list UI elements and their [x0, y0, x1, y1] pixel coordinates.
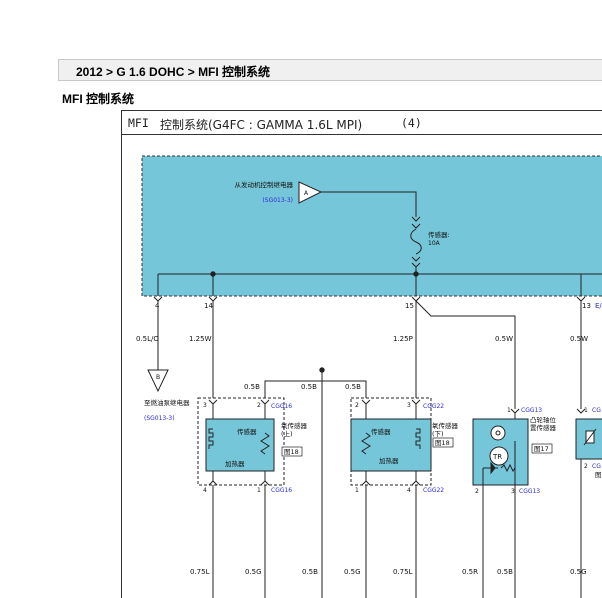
right-connector: CG — [592, 407, 601, 414]
pin-label: 14 — [204, 302, 213, 310]
breadcrumb-bar: 2012 > G 1.6 DOHC > MFI 控制系统 — [58, 59, 602, 81]
wire-label: 0.5B — [345, 383, 361, 391]
o2-ref: 图18 — [284, 448, 299, 456]
o2-pin: 2 — [257, 402, 261, 409]
relay-label: 从发动机控制继电器 — [235, 180, 294, 189]
wire-label: 0.75L — [393, 568, 413, 576]
ground-bus — [264, 367, 367, 598]
wire-label: 0.5R — [462, 568, 478, 576]
main-wires — [157, 300, 582, 409]
o2-connector: CGG22 — [423, 487, 444, 494]
fuse-rating: 10A — [428, 240, 441, 247]
o2-position: (下) — [432, 430, 444, 438]
fuse: 传感器: 10A — [410, 216, 450, 268]
right-connector: CG — [592, 463, 601, 470]
diagram-header: MFI 控制系统(G4FC : GAMMA 1.6L MPI) (4) — [122, 111, 602, 135]
right-component: 1 CG 2 CG 图 — [575, 407, 602, 598]
wire-label: 0.75L — [190, 568, 210, 576]
breadcrumb[interactable]: 2012 > G 1.6 DOHC > MFI 控制系统 — [76, 65, 271, 79]
control-area — [141, 155, 602, 297]
fuel-pump-label: 至燃油泵继电器 — [144, 398, 190, 407]
wire-label: 1.25P — [393, 335, 413, 343]
wire-label: 1.25W — [189, 335, 212, 343]
bus — [157, 267, 602, 296]
fuse-label: 传感器: — [428, 230, 450, 239]
wire-label: 0.5B — [244, 383, 260, 391]
cam-pin: 3 — [511, 488, 515, 495]
fuel-pump-connector: (SG013-3) — [144, 415, 175, 422]
o2-sensor-upstream: 3 2 4 1 CGG16 CGG16 传感器 加热器 氧传感器 (上) 图18 — [197, 397, 308, 494]
o2-pin: 2 — [355, 402, 359, 409]
o2-sensor-part: 传感器 — [371, 427, 391, 436]
diagram-page-number: (4) — [401, 116, 422, 130]
lower-wires — [212, 485, 516, 598]
o2-pin: 4 — [203, 487, 207, 494]
cam-ref: 图17 — [534, 445, 549, 453]
top-pins: 4 14 15 13 E/ — [155, 302, 602, 310]
wire-label: 0.5B — [497, 568, 513, 576]
o2-pin: 4 — [407, 487, 411, 494]
o2-name: 氧传感器 — [281, 421, 308, 430]
wire-label: 0.5B — [302, 568, 318, 576]
wire-label: 0.5W — [570, 335, 588, 343]
schematic: 从发动机控制继电器 (SG013-3) A 传感器: 10A 4 — [136, 155, 602, 598]
relay-arrow — [298, 181, 323, 204]
o2-pin: 3 — [407, 402, 411, 409]
o2-pin: 3 — [203, 402, 207, 409]
cam-pin: 1 — [507, 407, 511, 414]
wire-label: 0.5L/O — [136, 335, 159, 343]
cam-name: 凸轮轴位置传感器 — [530, 417, 556, 432]
o2-connector: CGG16 — [271, 487, 292, 494]
o2-pin: 1 — [257, 487, 261, 494]
wire-label: 0.5B — [301, 383, 317, 391]
o2-ref: 图18 — [435, 439, 450, 447]
pin-label: 15 — [405, 302, 414, 310]
right-pin: 1 — [584, 407, 588, 414]
pin-label: 13 — [582, 302, 591, 310]
right-ref: 图 — [595, 471, 602, 479]
relay-feed: 从发动机控制继电器 (SG013-3) A — [235, 180, 417, 217]
wire-label: 0.5G — [245, 568, 262, 576]
cam-connector: CGG13 — [521, 407, 542, 414]
o2-position: (上) — [281, 429, 293, 438]
o2-name: 氧传感器 — [432, 421, 459, 430]
o2-heater-part: 加热器 — [379, 456, 399, 465]
o2-heater-part: 加热器 — [225, 459, 245, 468]
cam-sensor: TR 1 CGG13 2 3 CGG13 凸轮轴位置传感器 图17 — [472, 407, 556, 495]
page-title: MFI 控制系统 — [62, 92, 134, 106]
pin-label: E/ — [595, 302, 602, 310]
relay-pin: A — [304, 190, 309, 197]
wire-label: 0.5G — [570, 568, 587, 576]
main-wire-labels: 0.5L/O 1.25W 1.25P 0.5W 0.5W — [136, 335, 588, 343]
o2-connector: CGG16 — [271, 403, 292, 410]
top-chevrons — [153, 296, 586, 302]
wiring-diagram: MFI 控制系统(G4FC : GAMMA 1.6L MPI) (4) 从发动机… — [121, 110, 602, 598]
wire-label: 0.5W — [495, 335, 513, 343]
wire-label: 0.5G — [344, 568, 361, 576]
diagram-title-prefix: MFI — [128, 116, 149, 130]
fuel-pump-relay: B 至燃油泵继电器 (SG013-3) — [144, 369, 190, 422]
right-pin: 2 — [584, 463, 588, 470]
o2-sensor-downstream: 2 3 1 4 CGG22 CGG22 传感器 加热器 氧传感器 (下) 图18 — [350, 397, 459, 494]
o2-pin: 1 — [355, 487, 359, 494]
cam-tr: TR — [492, 453, 502, 461]
o2-connector: CGG22 — [423, 403, 444, 410]
relay-connector: (SG013-3) — [262, 197, 293, 204]
ground-wire-labels: 0.5B 0.5B 0.5B — [244, 383, 361, 391]
o2-sensor-part: 传感器 — [237, 427, 257, 436]
bottom-wire-labels: 0.75L 0.5G 0.5B 0.5G 0.75L 0.5R 0.5B 0.5… — [190, 568, 587, 576]
diagram-title: 控制系统(G4FC : GAMMA 1.6L MPI) — [160, 118, 363, 132]
cam-pin: 2 — [475, 488, 479, 495]
cam-connector: CGG13 — [519, 488, 540, 495]
fuel-pump-pin: B — [156, 374, 160, 381]
